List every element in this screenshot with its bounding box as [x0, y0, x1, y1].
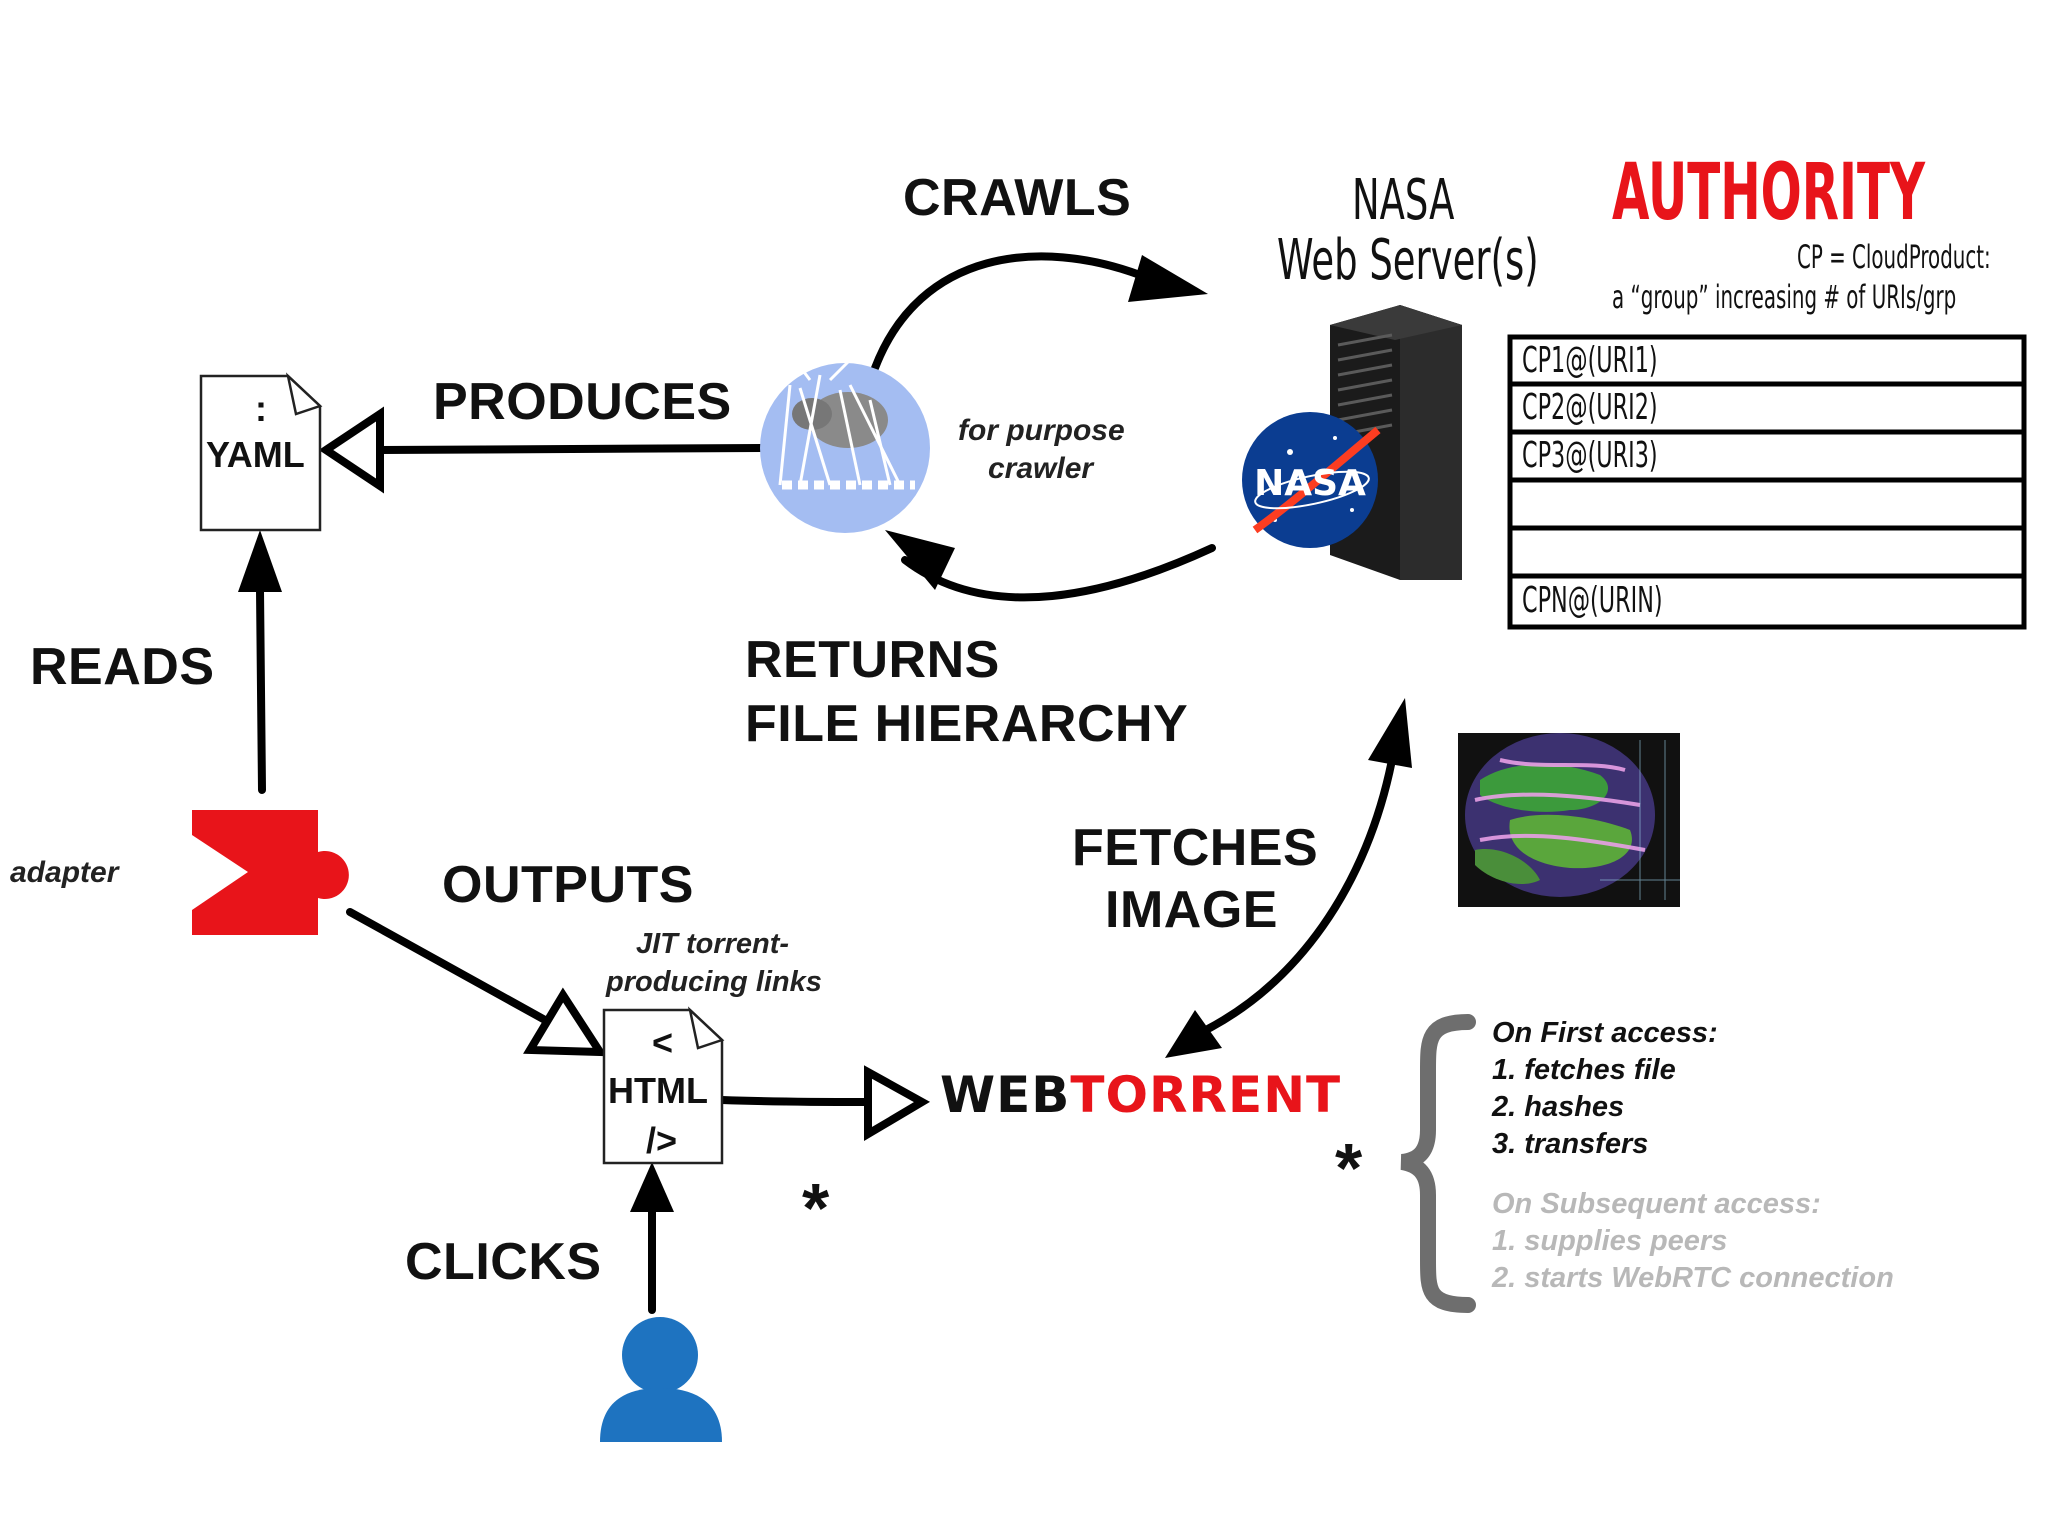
- webtorrent-part-web: WEB: [940, 1066, 1071, 1124]
- nasa-label-line1: NASA: [1352, 168, 1455, 233]
- webtorrent-logo: WEBTORRENT: [940, 1066, 1341, 1124]
- fetches-label-line2: IMAGE: [1105, 881, 1278, 939]
- outputs-label: OUTPUTS: [442, 856, 694, 914]
- html-doc-line1: <: [652, 1022, 674, 1063]
- globe-map-icon: [1458, 733, 1680, 907]
- yaml-colon: :: [255, 388, 267, 429]
- returns-label-line1: RETURNS: [745, 631, 1000, 689]
- fetches-label-line1: FETCHES: [1072, 819, 1319, 877]
- clicks-label: CLICKS: [405, 1233, 602, 1291]
- first-access-notes: On First access: 1. fetches file 2. hash…: [1492, 1015, 1718, 1163]
- fetches-image-arrow: [1181, 756, 1396, 1044]
- brace-icon: [1400, 1014, 1476, 1313]
- asterisk-notes: *: [1335, 1129, 1363, 1207]
- yaml-document-icon: [199, 372, 323, 532]
- authority-note-line1: CP = CloudProduct:: [1797, 238, 1991, 276]
- yaml-text: YAML: [206, 434, 305, 475]
- outputs-arrowhead: [523, 987, 608, 1057]
- first-access-title: On First access:: [1492, 1017, 1718, 1049]
- html-doc-line2: HTML: [608, 1070, 708, 1111]
- authority-note-line2: a “group” increasing # of URIs/grp: [1612, 278, 1957, 316]
- user-icon: [600, 1317, 722, 1442]
- jit-label-line2: producing links: [606, 966, 822, 998]
- nasa-label-line2: Web Server(s): [1277, 228, 1539, 293]
- reads-arrow: [256, 586, 266, 794]
- nasa-logo-icon: NASA: [1242, 412, 1381, 548]
- adapter-label: adapter: [10, 856, 119, 889]
- clicks-arrowhead: [630, 1162, 674, 1212]
- spider-icon: [760, 358, 930, 533]
- authority-row-3: CP3@(URI3): [1522, 435, 1658, 476]
- first-access-item-3: 3. transfers: [1492, 1128, 1649, 1160]
- fetches-bottom-arrowhead: [1165, 1010, 1222, 1058]
- subsequent-access-notes: On Subsequent access: 1. supplies peers …: [1492, 1186, 1894, 1297]
- nasa-logo-text: NASA: [1254, 463, 1366, 504]
- crawler-label-line1: for purpose: [958, 414, 1125, 447]
- returns-label-line2: FILE HIERARCHY: [745, 695, 1189, 753]
- crawls-arrowhead: [1128, 255, 1208, 302]
- jit-label-line1: JIT torrent-: [636, 928, 790, 960]
- outputs-arrow: [346, 908, 549, 1024]
- subsequent-access-title: On Subsequent access:: [1492, 1188, 1821, 1220]
- produces-arrowhead: [318, 406, 384, 494]
- authority-row-6: CPN@(URIN): [1522, 580, 1663, 621]
- first-access-item-1: 1. fetches file: [1492, 1054, 1676, 1086]
- crawls-label: CRAWLS: [903, 169, 1132, 227]
- subsequent-access-item-1: 1. supplies peers: [1492, 1225, 1728, 1257]
- html-document-icon: [602, 1006, 725, 1165]
- returns-arrow: [901, 544, 1216, 602]
- authority-row-2: CP2@(URI2): [1522, 387, 1658, 428]
- puzzle-piece-icon: [192, 810, 349, 935]
- html-to-webtorrent-arrow: [718, 1096, 869, 1106]
- authority-title: AUTHORITY: [1612, 148, 1926, 238]
- subsequent-access-item-2: 2. starts WebRTC connection: [1492, 1262, 1894, 1294]
- authority-table: [1507, 334, 2027, 630]
- fetches-top-arrowhead: [1368, 698, 1412, 768]
- returns-arrowhead: [885, 530, 955, 590]
- asterisk-webtorrent: *: [802, 1169, 830, 1247]
- produces-label: PRODUCES: [433, 373, 732, 431]
- produces-arrow: [374, 444, 766, 454]
- authority-row-1: CP1@(URI1): [1522, 340, 1658, 381]
- crawler-label-line2: crawler: [988, 452, 1094, 485]
- first-access-item-2: 2. hashes: [1492, 1091, 1625, 1123]
- crawls-arrow: [871, 252, 1144, 372]
- reads-label: READS: [30, 638, 215, 696]
- webtorrent-arrowhead: [864, 1065, 931, 1142]
- webtorrent-part-torrent: TORRENT: [1070, 1066, 1342, 1124]
- reads-arrowhead: [238, 530, 282, 592]
- html-doc-line3: />: [646, 1120, 678, 1161]
